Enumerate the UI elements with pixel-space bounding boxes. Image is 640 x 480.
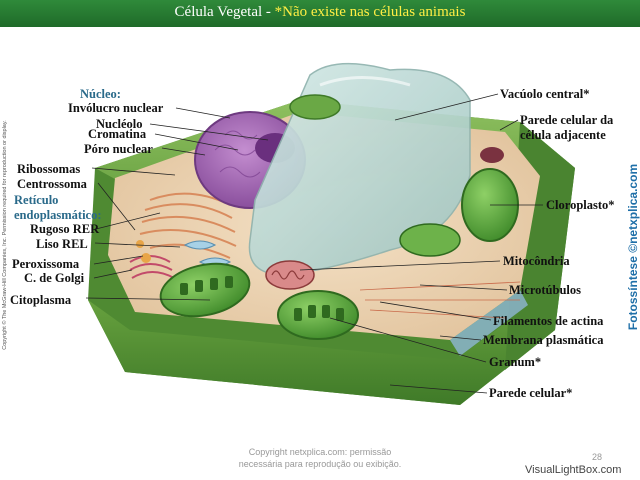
footer-copyright-line-1: Copyright netxplica.com: permissão <box>248 447 392 457</box>
label-granum: Granum* <box>489 355 542 369</box>
title-main: Célula Vegetal - <box>174 4 275 20</box>
label-nucleolus: Nucléolo <box>96 117 143 131</box>
page-number: 28 <box>592 452 603 462</box>
chloroplast-4 <box>399 223 461 257</box>
footer-copyright: Copyright netxplica.com: permissão neces… <box>200 446 440 470</box>
label-er-heading-1: Retículo <box>14 193 59 207</box>
mitochondrion-cristae <box>271 270 305 280</box>
footer-copyright-line-2: necessária para reprodução ou exibição. <box>238 459 402 469</box>
chloroplast-2 <box>277 290 359 340</box>
side-copyright: Copyright © The McGraw-Hill Companies, I… <box>2 120 8 350</box>
label-adjacent-wall-1: Parede celular da <box>520 113 614 127</box>
label-er-heading-2: endoplasmático: <box>14 208 102 222</box>
watermark: VisualLightBox.com <box>525 464 622 476</box>
label-mitochondrion: Mitocôndria <box>503 254 570 268</box>
label-microtubules: Microtúbulos <box>509 283 581 297</box>
vertical-credit: Fotossíntese ©netxplica.com <box>626 163 640 331</box>
leader-lines <box>85 93 543 394</box>
label-cytoplasm: Citoplasma <box>10 293 72 307</box>
label-nuclear-pore: Póro nuclear <box>84 142 153 156</box>
peroxisome <box>141 253 151 263</box>
mitochondrion <box>265 260 315 290</box>
slide-title: Célula Vegetal - *Não existe nas células… <box>0 4 640 21</box>
label-actin-filaments: Filamentos de actina <box>493 314 604 328</box>
label-golgi: C. de Golgi <box>24 271 85 285</box>
label-rough-er: Rugoso RER <box>30 222 100 236</box>
label-centrosome: Centrossoma <box>17 177 87 191</box>
label-nuclear-envelope: Invólucro nuclear <box>68 101 164 115</box>
plasma-membrane-cut <box>450 290 528 356</box>
label-adjacent-wall-2: célula adjacente <box>520 128 606 142</box>
label-nucleus-heading: Núcleo: <box>80 87 121 101</box>
label-central-vacuole: Vacúolo central* <box>500 87 590 101</box>
title-bar <box>0 0 640 27</box>
granum <box>294 305 344 321</box>
label-chloroplast: Cloroplasto* <box>546 198 615 212</box>
label-chromatin: Cromatina <box>88 127 147 141</box>
adjacent-organelle <box>480 147 504 163</box>
chloroplast-1-grana <box>180 276 233 295</box>
title-highlight: *Não existe nas células animais <box>274 4 466 20</box>
label-plasma-membrane: Membrana plasmática <box>483 333 604 347</box>
centrosome <box>136 240 144 248</box>
label-ribosomes: Ribossomas <box>17 162 81 176</box>
cell-wall-front <box>88 292 555 405</box>
label-smooth-er: Liso REL <box>36 237 88 251</box>
vacuole-highlight <box>319 76 411 87</box>
label-cell-wall: Parede celular* <box>489 386 573 400</box>
label-peroxisome: Peroxissoma <box>12 257 80 271</box>
chloroplast-top <box>289 94 341 120</box>
